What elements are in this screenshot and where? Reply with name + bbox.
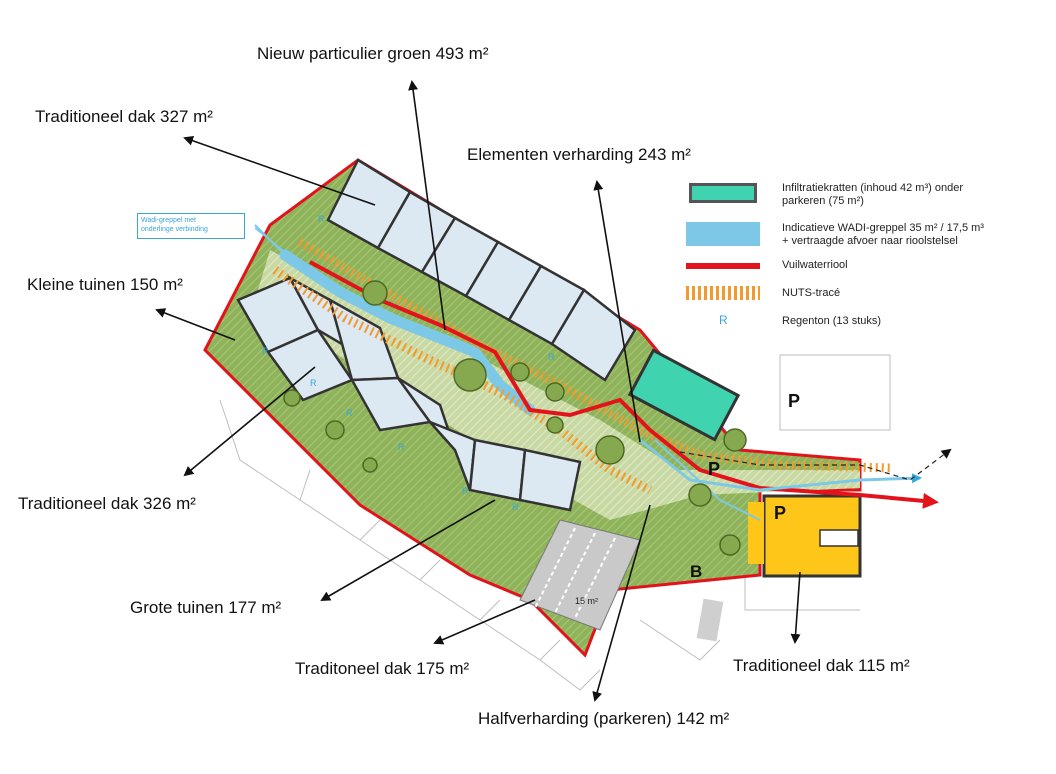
label-trad-dak-326: Traditioneel dak 326 m² [18,494,196,513]
label-halfverharding: Halfverharding (parkeren) 142 m² [478,709,730,728]
legend-sewer-text: Vuilwaterriool [782,259,848,271]
wadi-callout: Wadi-greppel met onderlinge verbinding [137,213,245,239]
legend-wadi-text: Indicatieve WADI-greppel 35 m² / 17,5 m³… [782,222,984,248]
r-symbol-6: R [462,486,469,496]
label-grote-tuinen: Grote tuinen 177 m² [130,598,282,617]
label-trad-dak-115: Traditioneel dak 115 m² [733,656,910,675]
legend-crates-line1: Infiltratiekratten (inhoud 42 m³) onder [782,182,963,194]
legend-nuts-text: NUTS-tracé [782,287,841,299]
parking-p-road: P [708,459,721,479]
legend-wadi-line2: + vertraagde afvoer naar rioolstelsel [782,235,958,247]
label-kleine-tuinen: Kleine tuinen 150 m² [27,275,183,294]
trees [283,280,747,556]
legend-wadi-swatch [686,222,760,246]
area-15-label: 15 m² [575,596,599,606]
r-symbol-8: R [548,352,555,362]
parking-p-yellow: P [774,503,787,523]
parking-p-top: P [788,391,801,411]
r-symbol-7: R [512,502,519,512]
label-trad-dak-327: Traditioneel dak 327 m² [35,107,213,126]
callout-line2: onderlinge verbinding [141,226,208,233]
existing-lots [219,354,891,691]
legend-crates-text: Infiltratiekratten (inhoud 42 m³) onder … [782,182,963,208]
legend-crates-line2: parkeren (75 m²) [782,195,864,207]
annotation-arrows [155,80,801,702]
b-label: B [690,562,703,581]
roofs-top-row [326,158,637,382]
label-nieuw-groen: Nieuw particulier groen 493 m² [257,44,489,63]
r-symbol-1: R [318,214,325,224]
label-elementen-verharding: Elementen verharding 243 m² [467,145,691,164]
legend-regenton-text: Regenton (13 stuks) [782,315,882,327]
label-tradit-dak-175: Traditoneel dak 175 m² [295,659,470,678]
wadi-ditch [279,249,536,416]
legend-wadi-line1: Indicatieve WADI-greppel 35 m² / 17,5 m³ [782,222,984,234]
r-symbol-4: R [346,408,353,418]
infiltration-crates [627,348,741,442]
r-symbol-5: R [398,442,405,452]
roofs-bottom-row [236,274,582,512]
legend-nuts-swatch [686,286,760,300]
legend-sewer-swatch [686,263,760,269]
legend-regenton-symbol: R [719,313,728,327]
callout-line1: Wadi-greppel met [141,217,196,224]
legend-crates-swatch [689,183,757,203]
r-symbol-3: R [310,378,317,388]
r-symbol-2: R [262,346,269,356]
